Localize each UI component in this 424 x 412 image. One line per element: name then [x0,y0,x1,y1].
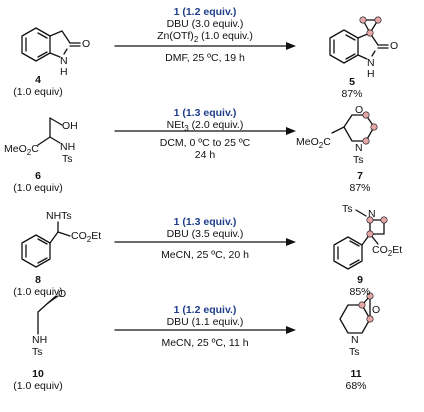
atom-O: O [390,40,399,52]
group-Ts: Ts [62,153,73,165]
condition-below: 24 h [194,149,216,161]
atom-O: O [58,288,67,300]
atom-OH: OH [62,120,78,132]
atom-N: N [351,334,359,346]
reaction-arrows [114,45,291,331]
compound-5-structure [329,19,389,64]
group-CO2Et: CO2Et [71,230,102,245]
atom-N: N [368,208,376,220]
equiv-label: (1.0 equiv) [13,380,63,392]
reagent-label: 1 (1.2 equiv.) [173,304,237,316]
yield-label: 87% [341,88,363,100]
atom-H: H [367,68,375,80]
compound-label: 5 [349,76,355,88]
group-Ts: Ts [342,203,353,215]
compound-label: 6 [35,170,41,182]
arrowheads [286,42,296,334]
compound-label: 8 [35,274,41,286]
condition-above: Zn(OTf)2 (1.0 equiv.) [157,30,253,45]
group-MeO2C: MeO2C [296,136,331,151]
atom-O: O [82,38,91,50]
atom-NH: NH [32,334,48,346]
reagent-label: 1 (1.2 equiv.) [173,6,237,18]
condition-below: DCM, 0 ºC to 25 ºC [159,137,251,149]
atom-O: O [355,104,364,116]
compound-label: 11 [350,368,362,380]
compound-10-structure [37,295,59,335]
condition-below: MeCN, 25 ºC, 20 h [161,249,249,261]
compound-4-structure [21,27,81,62]
compound-label: 7 [357,170,363,182]
compound-7-structure [331,114,375,142]
compound-11-structure [339,295,371,334]
condition-above: DBU (3.0 equiv.) [166,18,244,30]
compound-label: 4 [35,74,41,86]
group-MeO2C: MeO2C [4,143,39,158]
atom-N: N [355,142,363,154]
group-Ts: Ts [349,346,360,358]
compound-label: 9 [357,274,363,286]
yield-label: 87% [349,182,371,194]
atom-H: H [60,66,68,78]
atom-NH: NH [60,141,76,153]
compound-8-structure [21,221,71,268]
reagent-label: 1 (1.3 equiv.) [173,107,237,119]
atom-N: N [60,55,68,67]
compound-label: 10 [32,368,44,380]
yield-label: 68% [345,380,367,392]
yield-label: 85% [349,286,371,298]
atom-N: N [367,57,375,69]
new-atom-dots [358,16,388,323]
equiv-label: (1.0 equiv) [13,86,63,98]
compound-9-structure [333,209,385,270]
group-CO2Et: CO2Et [372,244,403,259]
condition-above: NEt3 (2.0 equiv.) [166,119,244,134]
condition-below: DMF, 25 ºC, 19 h [165,52,245,64]
reagent-label: 1 (1.3 equiv.) [173,216,237,228]
compound-6-structure [37,117,63,146]
condition-above: DBU (3.5 equiv.) [166,228,244,240]
condition-below: MeCN, 25 ºC, 11 h [161,337,249,349]
group-Ts: Ts [353,154,364,166]
group-Ts: Ts [32,346,43,358]
equiv-label: (1.0 equiv) [13,286,63,298]
group-NHTs: NHTs [46,210,72,222]
atom-O: O [372,304,381,316]
equiv-label: (1.0 equiv) [13,182,63,194]
condition-above: DBU (1.1 equiv.) [166,316,244,328]
